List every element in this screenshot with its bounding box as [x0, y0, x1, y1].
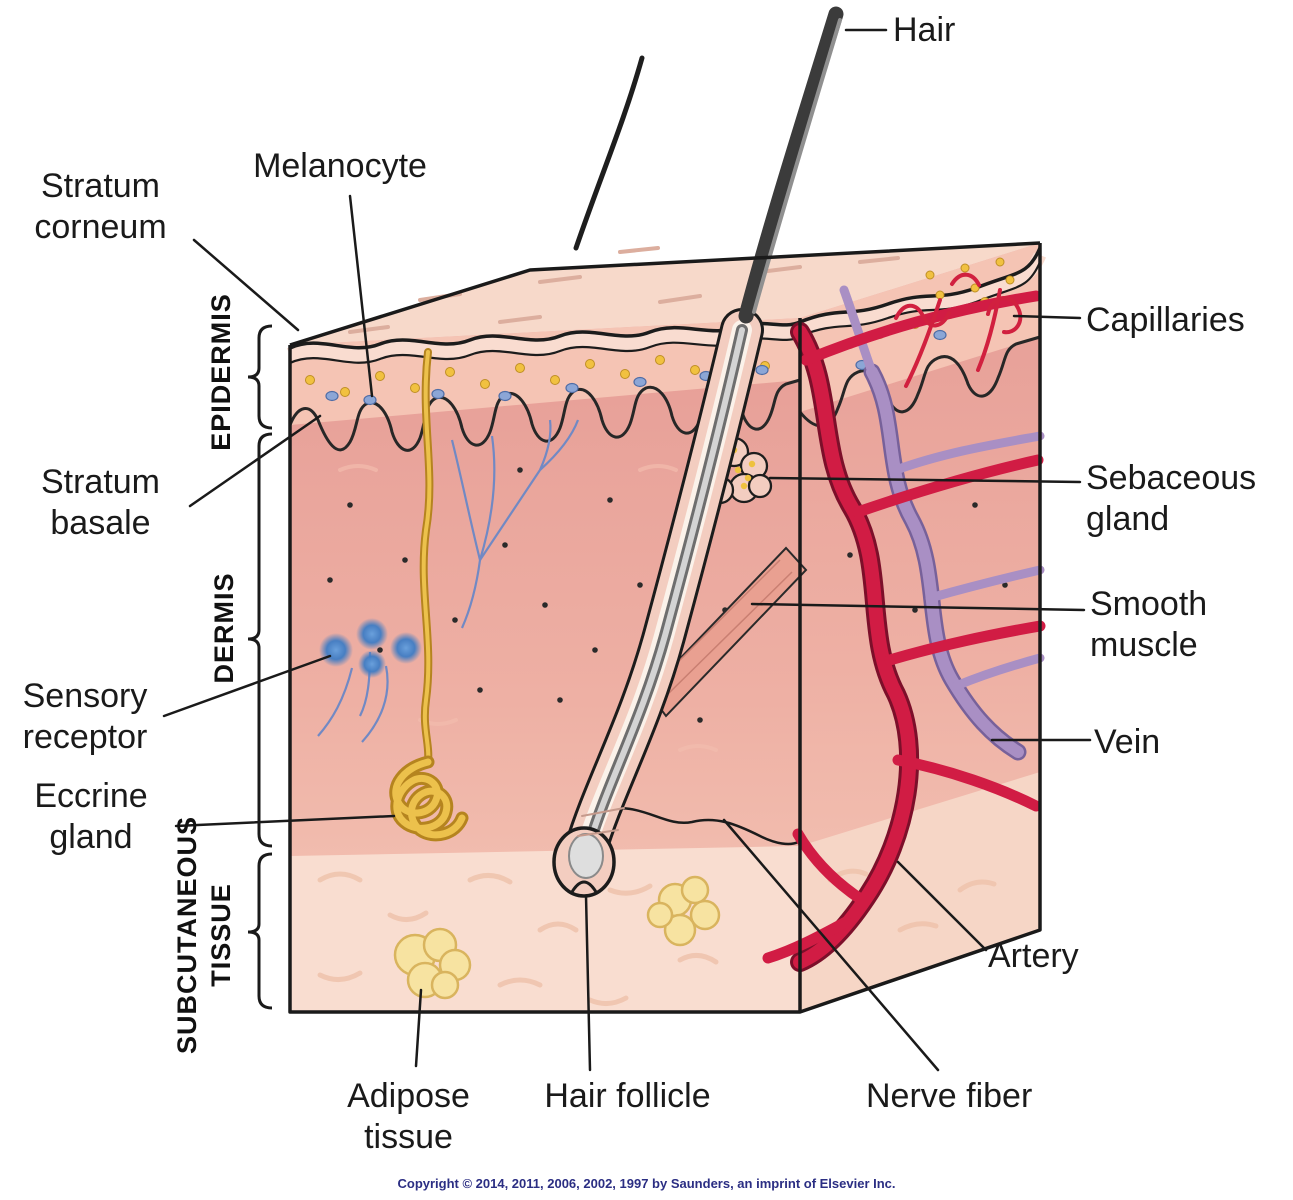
- label-nerve-fiber: Nerve fiber: [866, 1077, 1033, 1115]
- leader-eccrine-gland: [174, 814, 396, 828]
- sensory-receptor-shape: [317, 618, 422, 743]
- hair-follicle-shape: [552, 308, 764, 898]
- small-hair-shaft: [573, 55, 645, 251]
- label-sebaceous-gland: Sebaceous gland: [1086, 459, 1257, 538]
- leader-stratum-corneum: [192, 238, 300, 332]
- leader-smooth-muscle: [750, 602, 1086, 612]
- label-hair: Hair: [893, 11, 956, 49]
- label-smooth-muscle: Smooth muscle: [1090, 585, 1208, 664]
- label-eccrine-gland: Eccrine gland: [34, 777, 148, 856]
- label-stratum-corneum: Stratum corneum: [34, 167, 167, 246]
- label-epidermis-layer: EPIDERMIS: [206, 293, 236, 451]
- label-capillaries: Capillaries: [1086, 301, 1245, 339]
- nerve-fiber-shape: [597, 806, 799, 846]
- vein-shape: [839, 285, 1045, 761]
- label-artery: Artery: [988, 937, 1079, 975]
- leader-sebaceous-gland: [768, 476, 1082, 484]
- label-adipose-tissue: Adipose tissue: [347, 1077, 470, 1156]
- eccrine-gland-shape: [389, 348, 469, 842]
- adipose-tissue-shape: [393, 875, 721, 1000]
- subcutaneous-bracket: [247, 852, 273, 1010]
- dermal-nerve-branches: [450, 419, 580, 629]
- skin-texture: [317, 246, 997, 1006]
- leader-adipose-tissue: [414, 988, 423, 1068]
- label-dermis-layer: DERMIS: [209, 572, 239, 684]
- leader-artery: [896, 860, 988, 952]
- melanocyte-cells: [325, 329, 947, 406]
- leader-stratum-basale: [188, 414, 322, 508]
- label-hair-follicle: Hair follicle: [544, 1077, 711, 1115]
- label-sensory-receptor: Sensory receptor: [22, 677, 148, 756]
- leader-hair-follicle: [584, 894, 592, 1072]
- leader-nerve-fiber: [722, 818, 940, 1072]
- artery-shape: [762, 272, 1046, 972]
- leader-capillaries: [1012, 314, 1082, 320]
- leader-lines: [162, 28, 1092, 1072]
- block-outline: [288, 241, 1042, 1014]
- label-melanocyte: Melanocyte: [253, 147, 427, 185]
- leader-sensory-receptor: [162, 654, 332, 718]
- layer-brackets: [247, 324, 273, 1010]
- leader-melanocyte: [348, 194, 374, 398]
- epidermis-bracket: [247, 324, 273, 430]
- hair-shaft: [573, 6, 844, 324]
- dermis-bracket: [247, 432, 273, 848]
- label-vein: Vein: [1094, 723, 1161, 761]
- capillaries-shape: [894, 272, 1023, 388]
- label-subcutaneous-layer: SUBCUTANEOUS TISSUE: [172, 816, 236, 1055]
- copyright-line: Copyright © 2014, 2011, 2006, 2002, 1997…: [397, 1176, 896, 1191]
- label-stratum-basale: Stratum basale: [40, 463, 161, 542]
